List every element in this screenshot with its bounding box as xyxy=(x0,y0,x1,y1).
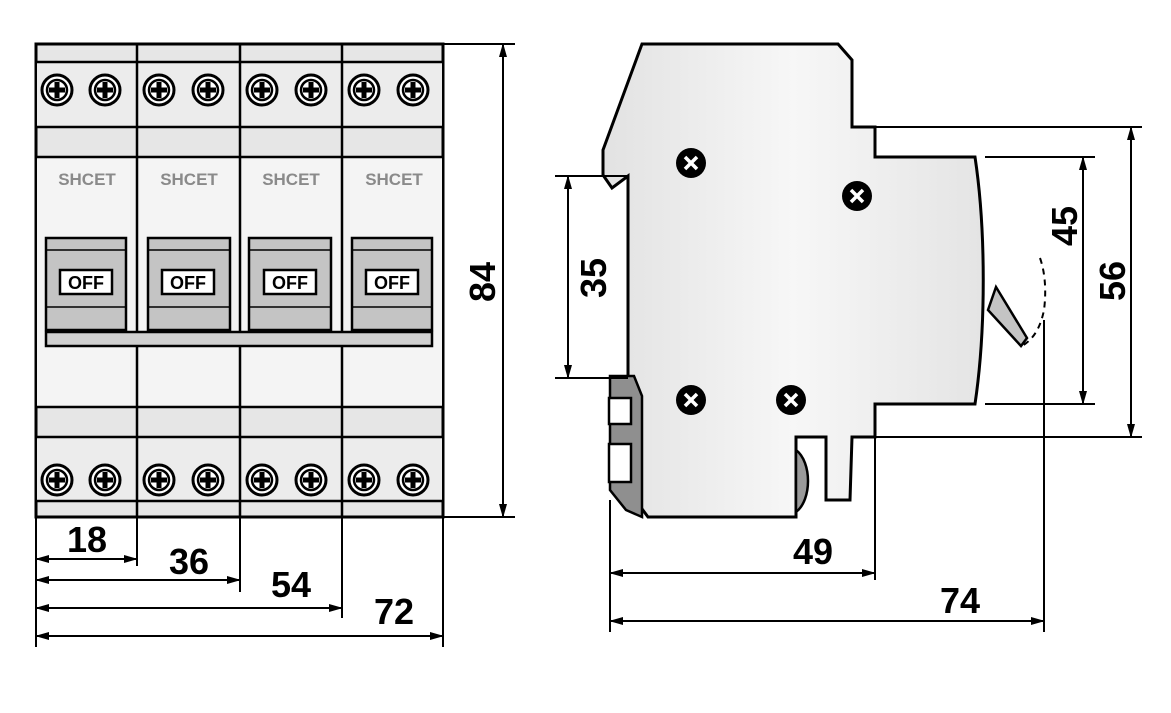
screw-icon xyxy=(88,463,122,497)
dim-label-45: 45 xyxy=(1044,206,1085,246)
toggle-lever xyxy=(986,284,1029,348)
screw-icon xyxy=(396,73,430,107)
dim-label-72: 72 xyxy=(374,591,414,632)
state-window xyxy=(364,268,420,296)
side-view xyxy=(601,42,1047,519)
brand-label: SHCET xyxy=(365,170,423,189)
screw-icon xyxy=(191,73,225,107)
lever-travel-arc xyxy=(1021,257,1047,347)
rivet-icon xyxy=(840,179,874,213)
brand-label: SHCET xyxy=(160,170,218,189)
screw-icon xyxy=(396,463,430,497)
switch-state-label: OFF xyxy=(374,273,410,293)
screw-icon xyxy=(347,463,381,497)
dim-label-84: 84 xyxy=(462,262,503,302)
switch-state-label: OFF xyxy=(272,273,308,293)
switch-state-label: OFF xyxy=(170,273,206,293)
screw-icon xyxy=(88,73,122,107)
dim-label-18: 18 xyxy=(67,519,107,560)
dim-label-49: 49 xyxy=(793,531,833,572)
clip-slot xyxy=(607,442,633,484)
rivet-icon xyxy=(674,383,708,417)
dim-label-54: 54 xyxy=(271,564,311,605)
screw-icon xyxy=(40,463,74,497)
screw-icon xyxy=(40,73,74,107)
screw-icon xyxy=(142,463,176,497)
side-dimensions xyxy=(555,126,1142,632)
state-window xyxy=(160,268,216,296)
screw-icon xyxy=(191,463,225,497)
front-dimensions xyxy=(35,43,515,647)
release-tab xyxy=(794,447,810,515)
rivet-icon xyxy=(674,146,708,180)
dim-label-56: 56 xyxy=(1092,261,1133,301)
clip-slot xyxy=(607,396,633,426)
dim-label-74: 74 xyxy=(940,580,980,621)
side-body xyxy=(601,42,985,519)
dim-label-35: 35 xyxy=(573,258,614,298)
rivet-icon xyxy=(774,383,808,417)
screw-icon xyxy=(245,463,279,497)
state-window xyxy=(262,268,318,296)
handle-tie-bar xyxy=(44,330,434,348)
screw-icon xyxy=(245,73,279,107)
switch-state-label: OFF xyxy=(68,273,104,293)
brand-label: SHCET xyxy=(58,170,116,189)
dim-label-36: 36 xyxy=(169,541,209,582)
state-window xyxy=(58,268,114,296)
front-view: SHCET SHCET SHCET SHCET OFF OFF OFF OFF xyxy=(34,42,445,519)
screw-icon xyxy=(294,463,328,497)
screw-icon xyxy=(294,73,328,107)
screw-icon xyxy=(142,73,176,107)
screw-icon xyxy=(347,73,381,107)
brand-label: SHCET xyxy=(262,170,320,189)
